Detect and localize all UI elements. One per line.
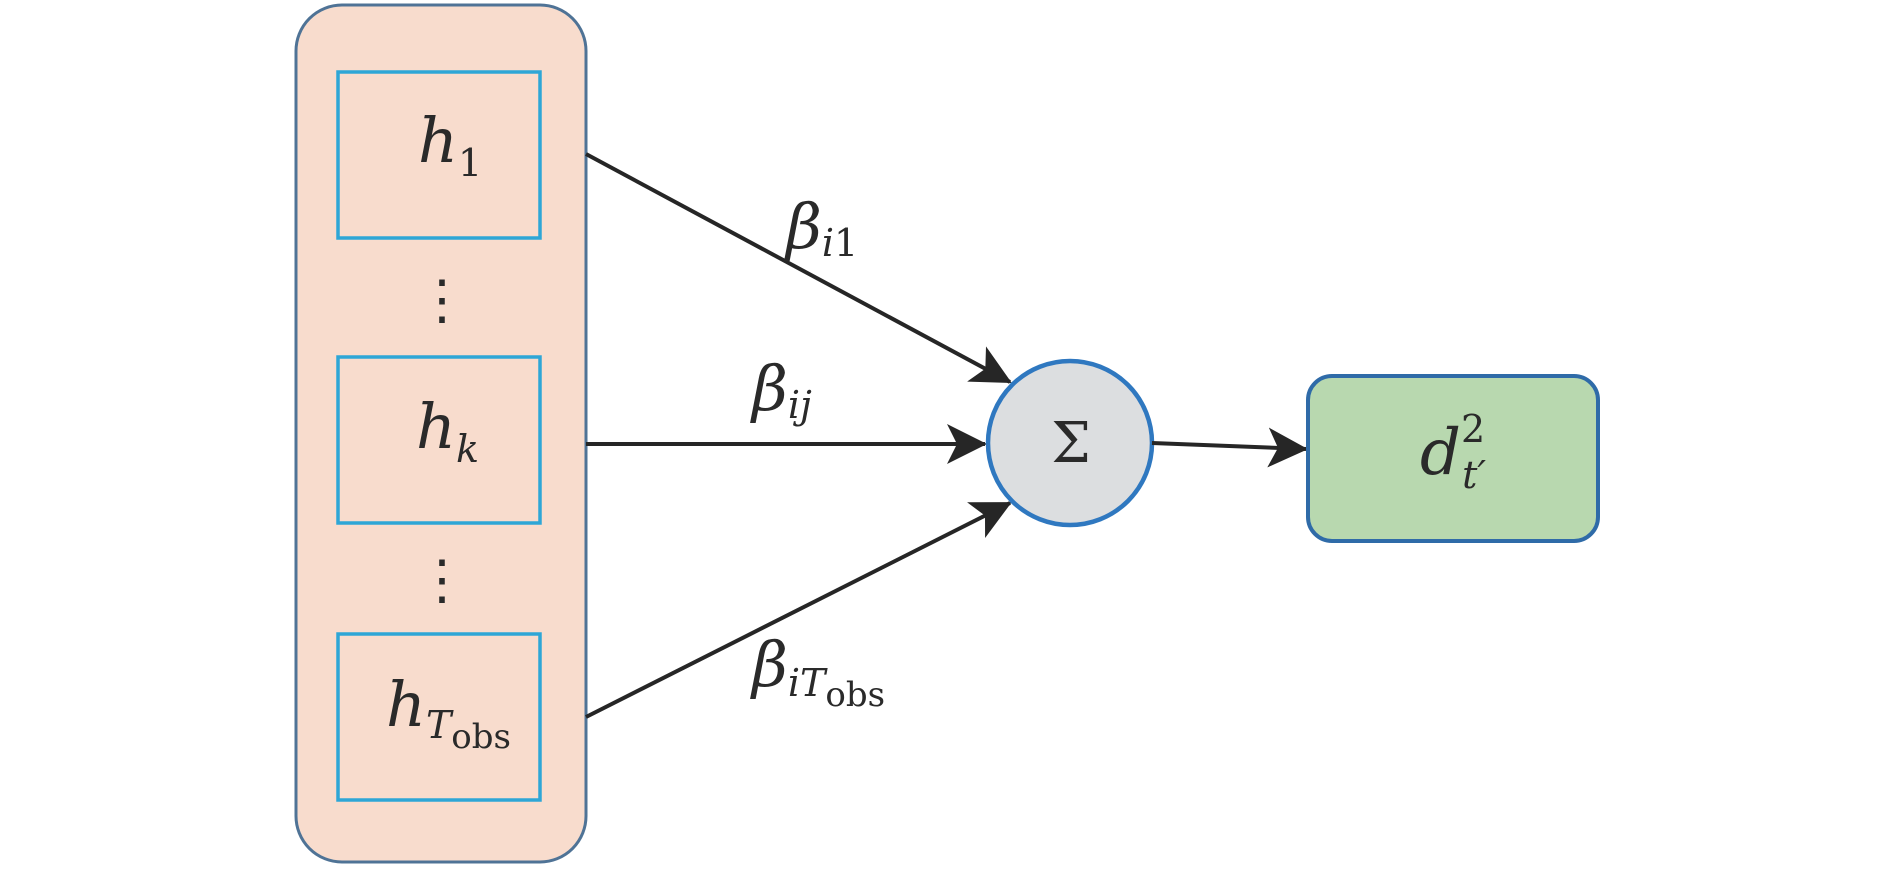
hidden-states-container — [294, 3, 588, 864]
sum-symbol: Σ — [1051, 411, 1091, 476]
output-node — [1306, 374, 1600, 543]
hidden-state-box-1 — [336, 70, 542, 240]
output-arrow — [1151, 427, 1308, 468]
vertical-ellipsis-2: ⋮ — [415, 548, 469, 611]
weight-label-i1: βi1 — [784, 190, 858, 265]
weight-label-ij: βij — [750, 352, 812, 427]
weight-arrow-1 — [585, 152, 1012, 384]
hidden-state-label-1: h1 — [418, 104, 482, 185]
vertical-ellipsis-1: ⋮ — [415, 268, 469, 331]
weight-arrow-t-obs — [585, 501, 1012, 719]
hidden-state-box-t-obs — [336, 632, 542, 802]
weight-label-i-t-obs: βiTobs — [750, 628, 885, 715]
hidden-state-box-k — [336, 355, 542, 525]
hidden-state-label-k: hk — [416, 390, 479, 471]
hidden-state-label-t-obs: hTobs — [386, 668, 511, 757]
